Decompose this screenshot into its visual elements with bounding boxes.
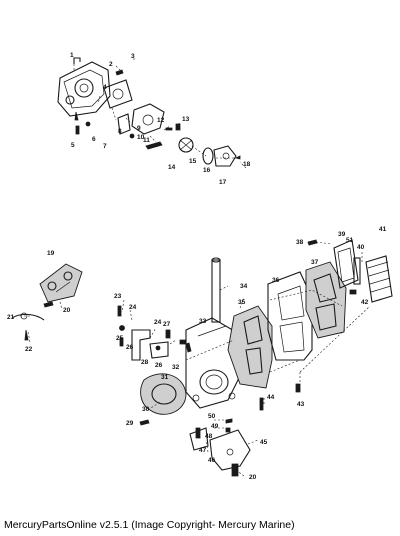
- callout-50: 50: [208, 413, 216, 420]
- callout-38: 38: [296, 239, 304, 246]
- callout-labels: 1 2 3 4 5 6 7 8 9 10 11 12 13 14 15 16 1…: [7, 52, 387, 481]
- throttle-bracket-45: [139, 383, 301, 477]
- manifold-stud-34: [211, 257, 221, 323]
- callout-19: 19: [47, 250, 55, 257]
- callout-7: 7: [103, 143, 107, 150]
- callout-21: 21: [7, 314, 15, 321]
- callout-28: 28: [141, 359, 149, 366]
- image-caption: MercuryPartsOnline v2.5.1 (Image Copyrig…: [4, 519, 295, 531]
- callout-33: 33: [199, 318, 207, 325]
- callout-24: 24: [129, 304, 137, 311]
- callout-20-lower: 20: [249, 474, 257, 481]
- intake-manifold-33: [185, 317, 241, 409]
- fuel-hose: [89, 61, 135, 157]
- callout-30: 30: [142, 406, 150, 413]
- callout-12: 12: [157, 117, 165, 124]
- callout-5: 5: [71, 142, 75, 149]
- choke-plate-19: [39, 263, 83, 303]
- callout-29: 29: [126, 420, 134, 427]
- link-rod-21: [11, 301, 54, 341]
- callout-49: 49: [211, 423, 219, 430]
- callout-6: 6: [92, 136, 96, 143]
- callout-20: 20: [63, 307, 71, 314]
- reed-block-41: [365, 255, 393, 303]
- callout-18: 18: [243, 161, 251, 168]
- reed-stop-39-40: [307, 239, 361, 295]
- reed-gasket-37: [305, 261, 347, 339]
- callout-13: 13: [182, 116, 190, 123]
- callout-42: 42: [361, 299, 369, 306]
- callout-36: 36: [272, 277, 280, 284]
- callout-10: 10: [137, 134, 145, 141]
- exploded-parts-diagram: 1 2 3 4 5 6 7 8 9 10 11 12 13 14 15 16 1…: [7, 52, 393, 481]
- callout-16: 16: [203, 167, 211, 174]
- callout-31: 31: [161, 374, 169, 381]
- callout-43: 43: [297, 401, 305, 408]
- callout-35: 35: [238, 299, 246, 306]
- callout-22: 22: [25, 346, 33, 353]
- callout-4: 4: [103, 84, 107, 91]
- small-screws-upper: [75, 69, 181, 139]
- callout-11: 11: [143, 137, 150, 144]
- callout-24-second: 24: [154, 319, 162, 326]
- callout-34: 34: [240, 283, 248, 290]
- callout-44: 44: [267, 394, 275, 401]
- callout-17: 17: [219, 179, 227, 186]
- callout-27: 27: [163, 321, 171, 328]
- callout-48: 48: [205, 433, 213, 440]
- reed-block-housing-36: [267, 271, 313, 361]
- callout-41: 41: [379, 226, 387, 233]
- callout-1: 1: [70, 52, 74, 59]
- callout-23: 23: [114, 293, 122, 300]
- callout-3: 3: [131, 53, 135, 60]
- callout-8: 8: [118, 128, 122, 135]
- callout-2: 2: [109, 61, 113, 68]
- callout-25: 25: [116, 335, 124, 342]
- callout-40: 40: [357, 244, 365, 251]
- carburetor-gasket: [103, 79, 133, 109]
- callout-39: 39: [338, 231, 346, 238]
- callout-47: 47: [199, 447, 207, 454]
- gasket-35: [227, 305, 273, 389]
- fuel-pump-group: [117, 103, 241, 167]
- callout-46: 46: [208, 457, 216, 464]
- callout-32: 32: [172, 364, 180, 371]
- callout-9: 9: [137, 125, 141, 132]
- gasket-31: [140, 373, 187, 415]
- linkage-levers: [117, 305, 192, 361]
- callout-37: 37: [311, 259, 319, 266]
- carburetor-assembly: [57, 57, 111, 121]
- callout-51: 51: [346, 237, 354, 244]
- callout-26: 26: [126, 344, 134, 351]
- callout-14: 14: [168, 164, 176, 171]
- callout-26-second: 26: [155, 362, 163, 369]
- callout-15: 15: [189, 158, 197, 165]
- callout-45: 45: [260, 439, 268, 446]
- leader-lines: [20, 56, 371, 477]
